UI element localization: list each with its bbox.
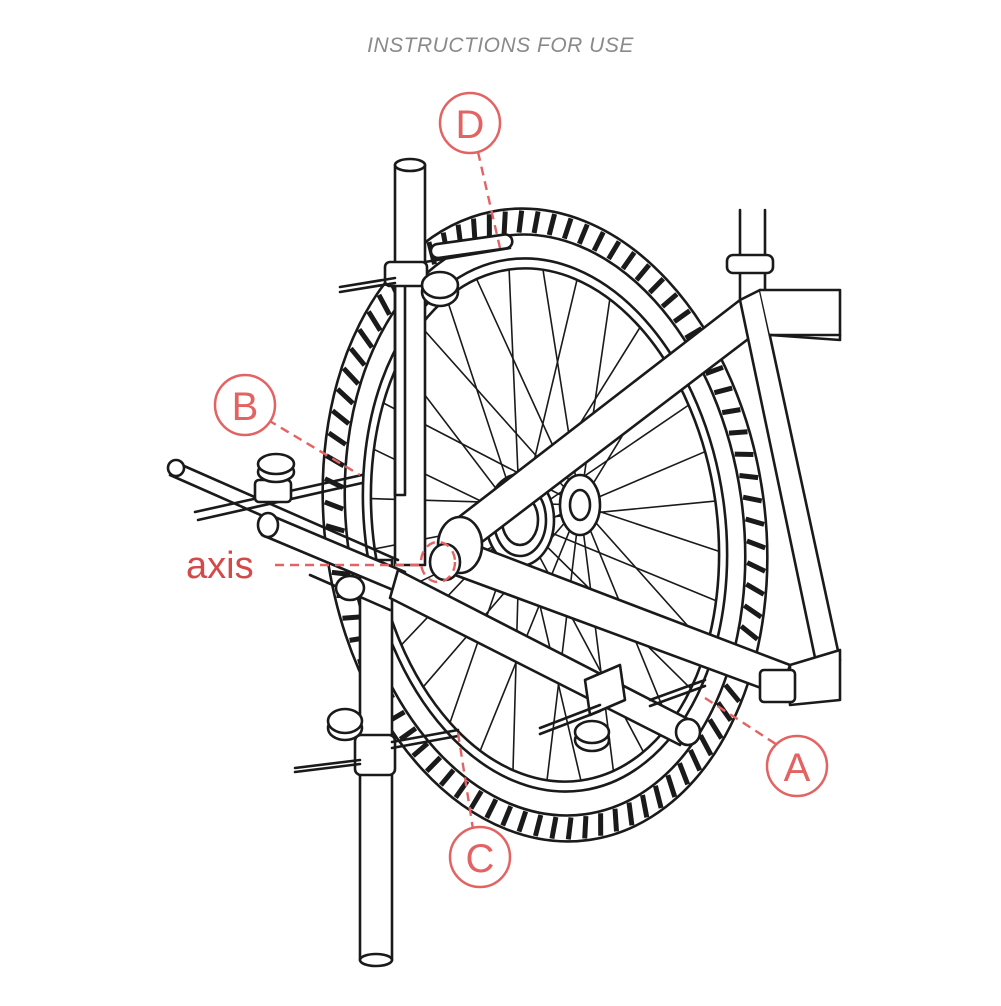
- callout-c: C: [450, 827, 510, 887]
- callout-a: A: [767, 736, 827, 796]
- tread-knob: [744, 606, 761, 618]
- tread-knob: [739, 476, 758, 478]
- tread-knob: [725, 685, 739, 702]
- tread-knob: [585, 816, 586, 838]
- tread-knob: [701, 735, 712, 755]
- tread-knob: [351, 348, 365, 365]
- tread-knob: [741, 626, 757, 639]
- tread-knob: [504, 212, 505, 234]
- tread-knob: [747, 541, 765, 548]
- tread-knob: [359, 329, 372, 347]
- tread-knob: [427, 757, 441, 771]
- tread-knob: [629, 803, 632, 826]
- tread-knob: [674, 311, 689, 322]
- tread-knob: [344, 368, 359, 384]
- tread-knob: [325, 502, 343, 509]
- tread-knob: [369, 312, 381, 331]
- tread-knob: [568, 817, 571, 839]
- tread-knob: [519, 811, 526, 831]
- knob-a: [575, 721, 609, 751]
- tread-knob: [743, 497, 762, 501]
- page-title: INSTRUCTIONS FOR USE: [0, 34, 1001, 58]
- tread-knob: [637, 265, 650, 280]
- tread-knob: [690, 750, 699, 771]
- tread-knob: [471, 791, 481, 808]
- tread-knob: [710, 720, 722, 739]
- tread-knob: [332, 572, 351, 574]
- callout-b: B: [215, 375, 275, 435]
- callout-d: D: [440, 93, 500, 153]
- tread-knob: [729, 432, 748, 433]
- leader-a: [705, 698, 782, 748]
- tread-knob: [722, 410, 740, 413]
- knob-c: [328, 709, 362, 740]
- tread-knob: [535, 815, 540, 836]
- spoke: [580, 299, 610, 505]
- tread-knob: [534, 211, 538, 233]
- tread-knob: [609, 242, 619, 259]
- tread-knob: [746, 519, 765, 524]
- callout-axis: axis: [186, 545, 254, 587]
- tread-knob: [549, 214, 554, 235]
- tread-knob: [655, 786, 661, 808]
- tread-knob: [503, 806, 511, 825]
- knob-b: [258, 454, 294, 482]
- tread-knob: [519, 211, 522, 233]
- knob-d: [422, 272, 458, 306]
- tread-knob: [564, 218, 571, 238]
- tread-knob: [333, 411, 349, 424]
- tread-knob: [343, 617, 362, 618]
- tread-knob: [623, 252, 635, 268]
- tread-knob: [714, 388, 732, 393]
- tread-knob: [441, 770, 454, 785]
- tread-knob: [615, 809, 617, 832]
- callout-c-label: C: [466, 837, 495, 881]
- tread-knob: [662, 294, 677, 307]
- tread-knob: [487, 799, 496, 818]
- tread-knob: [329, 433, 346, 445]
- tread-knob: [413, 743, 428, 756]
- tread-knob: [579, 224, 587, 243]
- tread-knob: [746, 584, 764, 594]
- tread-knob: [643, 795, 647, 817]
- tread-knob: [668, 775, 675, 797]
- callout-axis-label: axis: [186, 545, 254, 587]
- tread-knob: [680, 763, 688, 784]
- tread-knob: [650, 279, 664, 293]
- callout-a-label: A: [784, 746, 811, 790]
- callout-b-label: B: [232, 385, 259, 429]
- tread-knob: [594, 232, 603, 251]
- tread-knob: [552, 817, 556, 839]
- tread-knob: [379, 295, 390, 315]
- callout-d-label: D: [456, 103, 485, 147]
- tread-knob: [338, 389, 354, 403]
- tread-knob: [747, 563, 765, 572]
